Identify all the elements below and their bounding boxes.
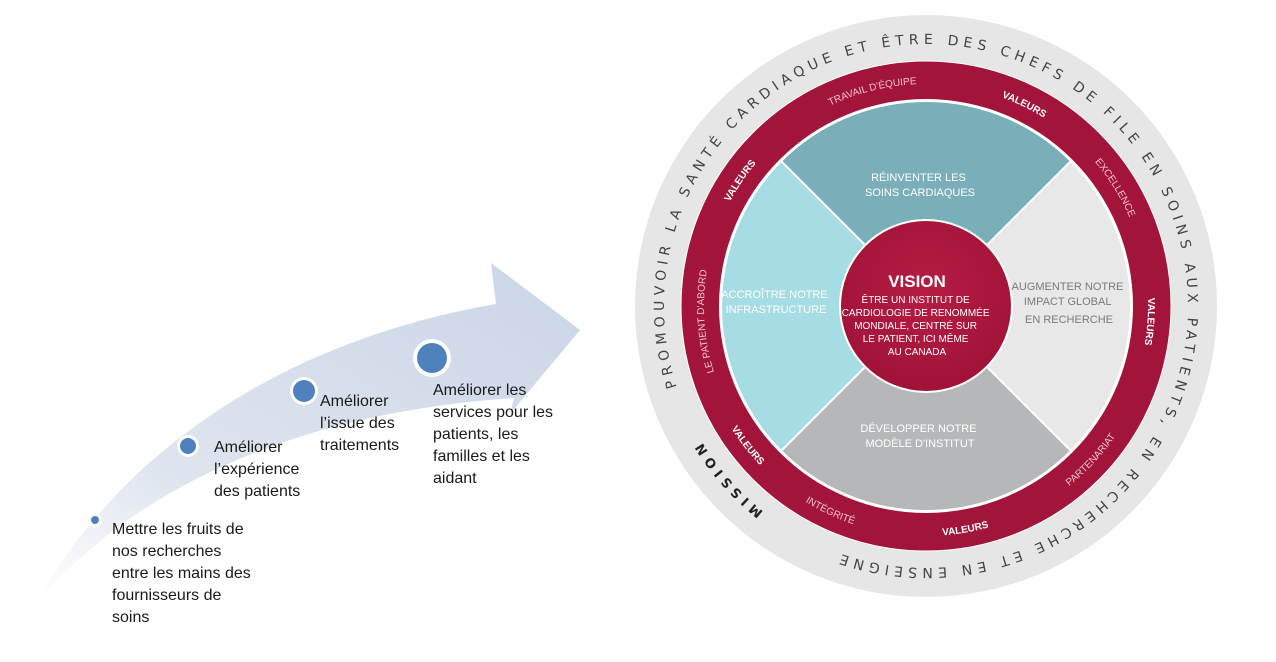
vision-statement: ÊTRE UN INSTITUT DE CARDIOLOGIE DE RENOM… [842,293,993,358]
quadrant-top-label: RÉINVENTER LES SOINS CARDIAQUES [865,171,975,199]
quadrant-left [720,159,928,453]
quadrant-bottom [779,304,1073,512]
step-dot-4 [413,339,451,377]
quadrant-bottom-label: DÉVELOPPER NOTRE MODÈLE D'INSTITUT [860,422,979,450]
quadrant-right [924,159,1132,453]
value-label-valeurs: VALEURS [1142,298,1156,347]
step-dot-1 [88,513,102,527]
step-dot-3 [290,377,318,405]
quadrant-top [779,100,1073,308]
quadrant-right-label: AUGMENTER NOTRE IMPACT GLOBAL EN RECHERC… [1012,281,1127,326]
vision-circle [839,219,1013,393]
step-dot-2 [177,435,199,457]
quadrant-left-label: ACCROÎTRE NOTRE INFRASTRUCTURE [721,288,830,316]
vision-title: VISION [888,272,946,291]
